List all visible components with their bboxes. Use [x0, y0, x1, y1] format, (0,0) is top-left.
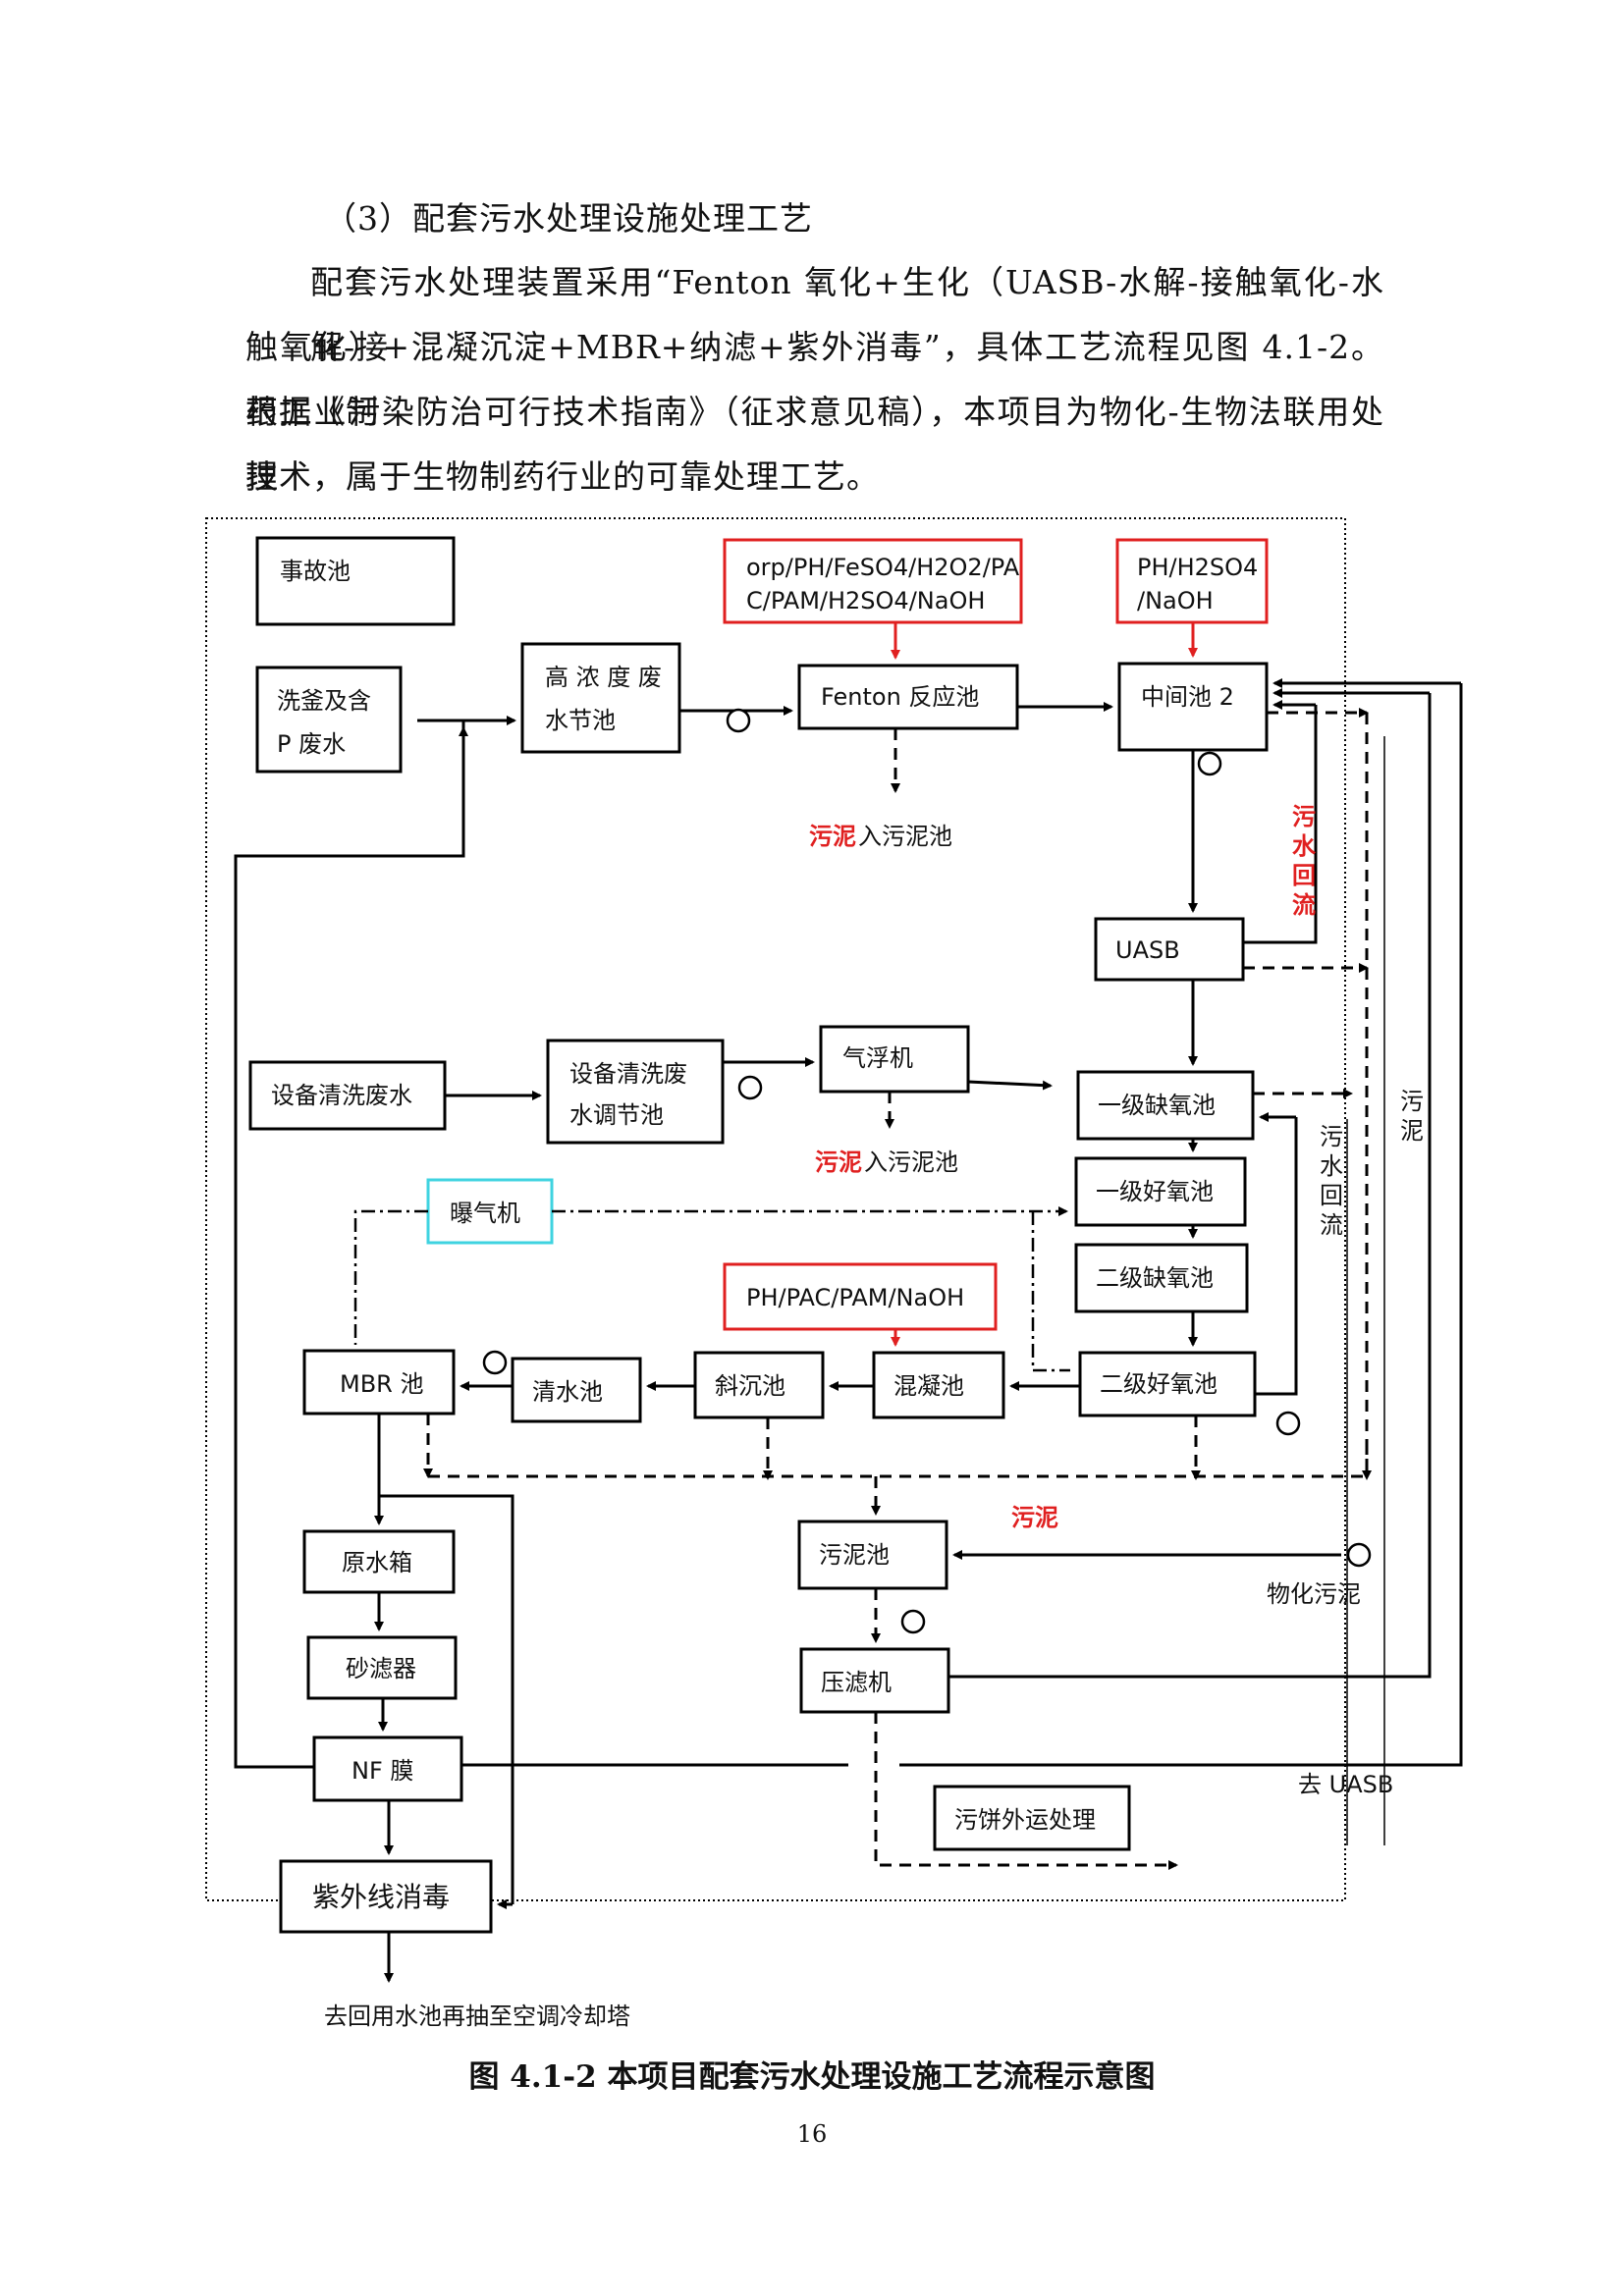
fenton-reagents-box — [723, 538, 1023, 624]
mbr-pool-label: MBR 池 — [340, 1370, 423, 1398]
air-flotation-label: 气浮机 — [842, 1044, 913, 1072]
clear-water-label: 清水池 — [532, 1378, 603, 1406]
anoxic-2-box — [1074, 1243, 1249, 1313]
pump-icon — [1275, 1411, 1301, 1436]
accident-pool-label: 事故池 — [280, 558, 351, 585]
sludge-vertical-label: 泥 — [1400, 1117, 1424, 1145]
inclined-settler-box — [693, 1351, 825, 1419]
paragraph-line: 药工业污染防治可行技术指南》（征求意见稿），本项目为物化-生物法联用处理 — [245, 393, 1384, 496]
high-conc-pool-box — [520, 642, 681, 754]
nf-membrane-label: NF 膜 — [352, 1757, 413, 1785]
inclined-settler-label: 斜沉池 — [715, 1372, 785, 1400]
mbr-pool-box — [302, 1349, 456, 1415]
recycle-label-red: 污 — [1292, 803, 1316, 830]
aerobic-2-label: 二级好氧池 — [1100, 1370, 1218, 1398]
aerobic-1-label: 一级好氧池 — [1096, 1178, 1214, 1205]
chem-sludge-label: 物化污泥 — [1267, 1580, 1361, 1608]
equip-wash-waste-label: 设备清洗废水 — [271, 1082, 412, 1109]
sludge-pool-box — [797, 1520, 948, 1590]
coag-reagents-box — [723, 1262, 998, 1331]
anoxic-1-box — [1076, 1070, 1255, 1141]
filter-press-box — [799, 1647, 950, 1714]
blower-label: 曝气机 — [450, 1200, 520, 1227]
equip-wash-pool-label: 设备清洗废 — [569, 1060, 687, 1088]
recycle-label-red: 水 — [1292, 832, 1317, 860]
aerobic-2-box — [1078, 1351, 1257, 1417]
sand-filter-label: 砂滤器 — [346, 1655, 416, 1682]
diagram-frame — [205, 517, 1346, 1901]
uasb-label: UASB — [1115, 936, 1180, 964]
recycle-label-red: 回 — [1292, 862, 1316, 889]
uv-disinfection-box — [279, 1859, 493, 1934]
air-flotation-box — [819, 1025, 970, 1094]
to-uasb-label: 去 UASB — [1298, 1771, 1393, 1798]
sand-filter-box — [306, 1635, 458, 1700]
raw-water-tank-label: 原水箱 — [342, 1549, 412, 1576]
pump-icon — [737, 1075, 763, 1100]
uasb-box — [1094, 917, 1245, 982]
high-conc-pool-label: 高 浓 度 废 — [545, 664, 662, 691]
equip-wash-waste-box — [248, 1060, 447, 1131]
high-conc-pool-label: 水节池 — [545, 707, 616, 734]
fenton-reagents-label: C/PAM/H2SO4/NaOH — [746, 587, 985, 614]
filter-press-label: 压滤机 — [821, 1669, 892, 1696]
pump-icon — [900, 1609, 926, 1634]
sludge-label-red: 污泥 — [809, 823, 856, 850]
sludge-pool-label: 污泥池 — [819, 1541, 890, 1569]
wash-waste-label: 洗釜及含 — [277, 687, 371, 715]
figure-caption: 图 4.1-2 本项目配套污水处理设施工艺流程示意图 — [468, 2059, 1156, 2095]
wash-waste-box — [255, 666, 403, 774]
paragraph-line: 配套污水处理装置采用“Fenton 氧化+生化（UASB-水解-接触氧化-水解-… — [310, 263, 1384, 366]
nf-membrane-box — [312, 1735, 463, 1802]
coagulation-label: 混凝池 — [893, 1372, 964, 1400]
to-sludge-pool-label: 入污泥池 — [864, 1148, 958, 1176]
fenton-reactor-label: Fenton 反应池 — [821, 683, 979, 711]
section-paragraph: 配套污水处理装置采用“Fenton 氧化+生化（UASB-水解-接触氧化-水解-… — [245, 250, 1384, 509]
anoxic-1-label: 一级缺氧池 — [1098, 1092, 1216, 1119]
sludge-mid-label-red: 污泥 — [1011, 1504, 1058, 1531]
recycle-label-red: 流 — [1292, 891, 1316, 919]
uv-disinfection-label: 紫外线消毒 — [312, 1881, 450, 1913]
mid-reagents-label: PH/H2SO4 — [1137, 554, 1258, 581]
coagulation-box — [872, 1351, 1005, 1419]
section-heading: （3）配套污水处理设施处理工艺 — [324, 199, 813, 238]
mid-pool-2-box — [1117, 662, 1269, 752]
blower-box — [426, 1178, 554, 1245]
aerobic-1-box — [1074, 1156, 1247, 1227]
wash-waste-label: P 废水 — [277, 730, 346, 758]
pump-icon — [1197, 751, 1222, 776]
paragraph-line: 技术，属于生物制药行业的可靠处理工艺。 — [245, 457, 880, 496]
recycle-label: 流 — [1320, 1211, 1343, 1239]
mid-reagents-label: /NaOH — [1137, 587, 1214, 614]
page-number: 16 — [796, 2120, 828, 2148]
mid-pool-2-label: 中间池 2 — [1141, 683, 1234, 711]
fenton-reactor-box — [797, 664, 1019, 730]
cake-disposal-label: 污饼外运处理 — [954, 1806, 1096, 1834]
sludge-vertical-label: 污 — [1400, 1088, 1424, 1115]
sludge-label-red: 污泥 — [815, 1148, 862, 1176]
paragraph-line: 触氧化）+混凝沉淀+MBR+纳滤+紫外消毒”，具体工艺流程见图 4.1-2。根据… — [245, 328, 1384, 431]
accident-pool-box — [255, 536, 456, 626]
pump-icon — [726, 708, 751, 733]
recycle-label: 污 — [1320, 1123, 1343, 1150]
cake-disposal-box — [933, 1785, 1131, 1851]
anoxic-2-label: 二级缺氧池 — [1096, 1264, 1214, 1292]
pump-icon — [1346, 1542, 1372, 1568]
recycle-label: 回 — [1320, 1182, 1343, 1209]
recycle-label: 水 — [1320, 1152, 1343, 1180]
mid-reagents-box — [1115, 538, 1269, 624]
to-sludge-pool-label: 入污泥池 — [858, 823, 952, 850]
equip-wash-pool-box — [546, 1039, 725, 1145]
to-cooling-tower-label: 去回用水池再抽至空调冷却塔 — [324, 2002, 630, 2030]
pump-icon — [482, 1350, 508, 1375]
fenton-reagents-label: orp/PH/FeSO4/H2O2/PA — [746, 554, 1020, 581]
clear-water-box — [511, 1357, 642, 1423]
coag-reagents-label: PH/PAC/PAM/NaOH — [746, 1284, 964, 1311]
equip-wash-pool-label: 水调节池 — [569, 1101, 664, 1129]
